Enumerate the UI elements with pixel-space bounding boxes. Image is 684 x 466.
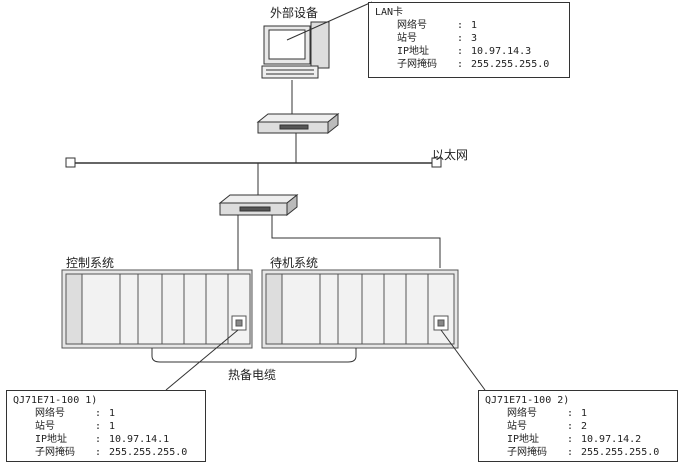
control-system-rack bbox=[61, 269, 253, 349]
module-2-pointer bbox=[440, 329, 486, 391]
tracking-cable-label: 热备电缆 bbox=[228, 368, 277, 382]
module-1-box: QJ71E71-100 1) 网络号:1 站号:1 IP地址:10.97.14.… bbox=[6, 390, 206, 462]
module-1-row: 子网掩码:255.255.255.0 bbox=[35, 447, 188, 458]
tracking-cable bbox=[151, 348, 357, 363]
standby-system-rack bbox=[261, 269, 459, 349]
lan-card-row: IP地址:10.97.14.3 bbox=[397, 46, 532, 57]
lower-hub-icon bbox=[218, 193, 299, 217]
module-1-row: 网络号:1 bbox=[35, 408, 116, 419]
top-hub-icon bbox=[256, 112, 340, 135]
module-2-title: QJ71E71-100 2) bbox=[485, 395, 570, 406]
module-1-title: QJ71E71-100 1) bbox=[13, 395, 98, 406]
module-1-row: IP地址:10.97.14.1 bbox=[35, 434, 170, 445]
lan-card-row: 子网掩码:255.255.255.0 bbox=[397, 59, 550, 70]
lan-card-box: LAN卡 网络号:1 站号:3 IP地址:10.97.14.3 子网掩码:255… bbox=[368, 2, 570, 78]
module-1-row: 站号:1 bbox=[35, 421, 116, 432]
external-device-label: 外部设备 bbox=[270, 6, 319, 20]
ethernet-label: 以太网 bbox=[432, 148, 469, 162]
module-2-row: 网络号:1 bbox=[507, 408, 588, 419]
lan-card-pointer bbox=[286, 1, 373, 41]
module-2-row: 子网掩码:255.255.255.0 bbox=[507, 447, 660, 458]
bus-terminator-right bbox=[431, 157, 442, 168]
lan-card-row: 站号:3 bbox=[397, 33, 478, 44]
lan-card-title: LAN卡 bbox=[375, 7, 404, 18]
module-2-box: QJ71E71-100 2) 网络号:1 站号:2 IP地址:10.97.14.… bbox=[478, 390, 678, 462]
control-system-label: 控制系统 bbox=[66, 256, 115, 270]
standby-system-label: 待机系统 bbox=[270, 256, 319, 270]
bus-terminator-left bbox=[65, 157, 76, 168]
module-1-pointer bbox=[165, 329, 239, 391]
computer-icon bbox=[261, 21, 330, 79]
lan-card-row: 网络号:1 bbox=[397, 20, 478, 31]
module-2-row: 站号:2 bbox=[507, 421, 588, 432]
module-2-row: IP地址:10.97.14.2 bbox=[507, 434, 642, 445]
